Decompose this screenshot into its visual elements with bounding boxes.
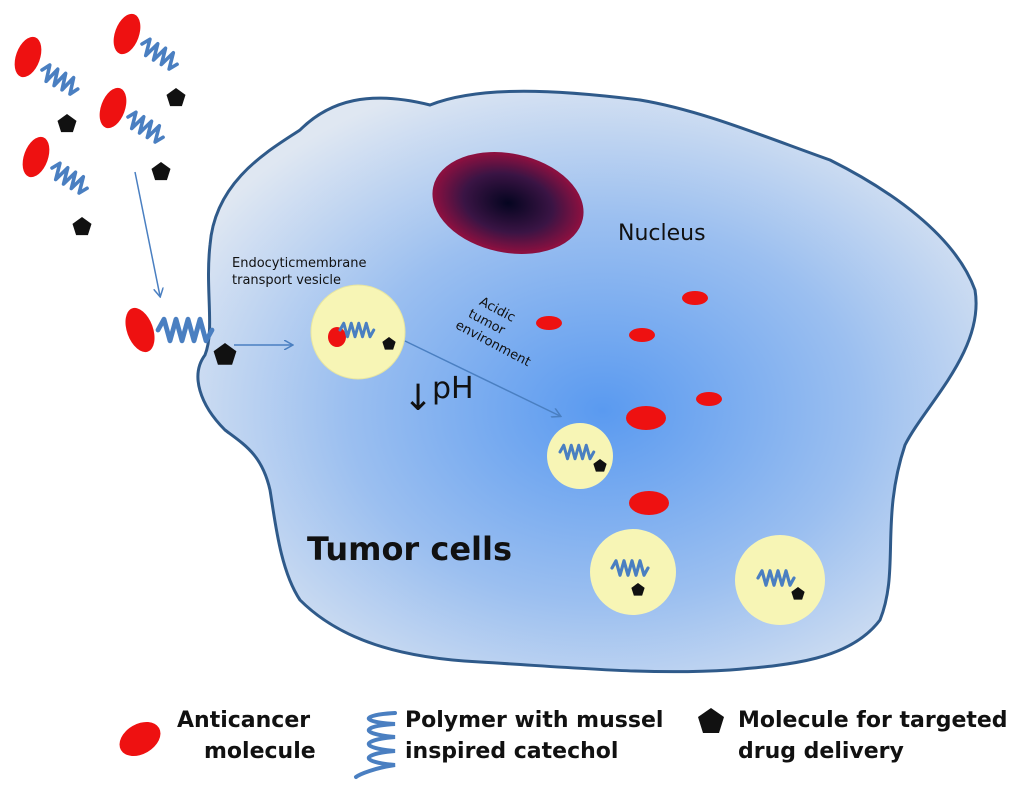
legend-targeting-molecule-icon [698,708,724,733]
legend-anticancer-line2: molecule [204,739,316,764]
tumor-cell [196,89,978,674]
anticancer-molecule [536,316,562,330]
ph-down-arrow: ↓ [403,378,433,419]
ph-label: pH [432,371,474,406]
anticancer-molecule [629,328,655,342]
vesicle-drug-loaded [735,535,825,625]
vesicle-drug-loaded [547,423,613,489]
legend-polymer-icon [354,711,397,779]
legend: Anticancer molecule Polymer with mussel … [119,708,1008,779]
legend-anticancer-icon [119,721,161,757]
drug-conjugate [113,13,186,107]
nucleus-label: Nucleus [618,221,706,246]
legend-polymer-line2: inspired catechol [405,739,618,764]
drug-conjugate [99,87,171,181]
vesicle-endocytic [310,284,406,380]
drug-conjugate-at-membrane [125,307,237,365]
anticancer-molecule [682,291,708,305]
legend-anticancer-line1: Anticancer [177,708,310,733]
vesicle-label-line2: transport vesicle [232,273,341,288]
vesicle-drug-loaded [590,529,676,615]
legend-polymer-line1: Polymer with mussel [405,708,663,733]
tumor-cells-label: Tumor cells [307,530,512,568]
vesicle-label-line1: Endocyticmembrane [232,256,366,271]
anticancer-molecule [629,491,669,515]
drug-conjugate [22,136,93,236]
legend-molecule-line1: Molecule for targeted [738,708,1008,733]
anticancer-molecule [696,392,722,406]
anticancer-molecule [626,406,666,430]
nucleus [432,152,584,254]
drug-conjugate [14,36,84,133]
arrow-acidic-path [404,340,560,416]
arrow-to-membrane [134,171,160,296]
legend-molecule-line2: drug delivery [738,739,904,764]
